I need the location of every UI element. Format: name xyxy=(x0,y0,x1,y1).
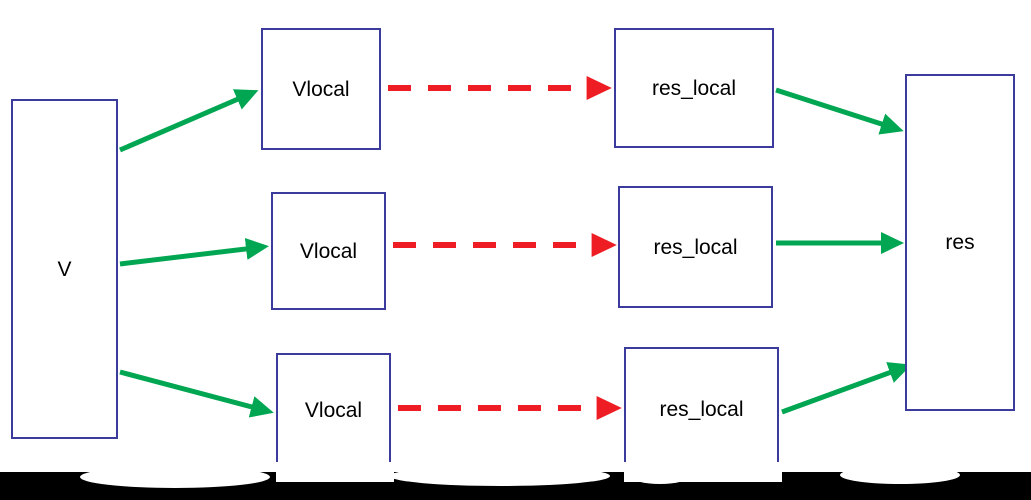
node-res-local-middle: res_local xyxy=(618,186,773,308)
node-vlocal-middle-label: Vlocal xyxy=(299,239,358,263)
node-vlocal-top-label: Vlocal xyxy=(292,77,350,101)
node-res-local-top: res_local xyxy=(614,28,774,148)
node-vlocal-top: Vlocal xyxy=(261,28,381,150)
node-res-label: res xyxy=(945,231,975,254)
bottom-artifact-band xyxy=(0,462,1031,500)
node-v-label: V xyxy=(57,257,72,281)
red-dashed-arrows xyxy=(388,75,622,420)
node-vlocal-middle: Vlocal xyxy=(271,192,386,310)
node-res-local-bottom-label: res_local xyxy=(659,398,744,421)
node-v: V xyxy=(11,99,118,439)
node-res-local-top-label: res_local xyxy=(651,76,737,100)
node-res: res xyxy=(905,74,1015,411)
green-arrows-split xyxy=(119,89,274,418)
node-vlocal-bottom-label: Vlocal xyxy=(304,399,363,422)
green-arrows-merge xyxy=(775,87,912,415)
node-res-local-middle-label: res_local xyxy=(653,235,738,259)
